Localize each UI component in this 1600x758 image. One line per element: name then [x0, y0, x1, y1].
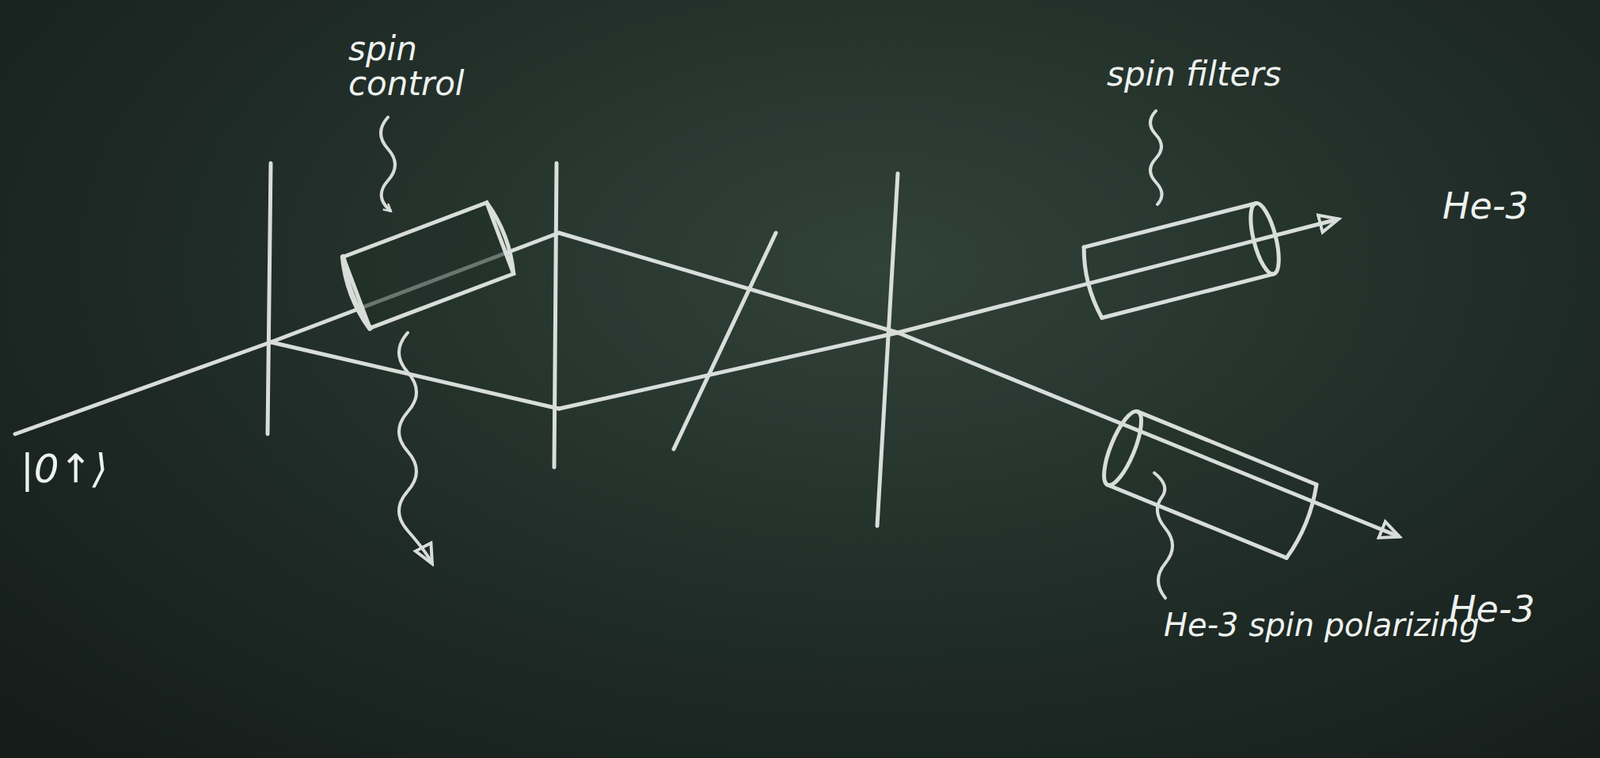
leader-squiggle [1150, 110, 1163, 205]
incoming-beam [15, 342, 271, 434]
component-label: spin control [348, 31, 507, 102]
spin-filter-cylinder [1096, 406, 1321, 560]
beam-splitter [267, 163, 271, 434]
lower-path [558, 332, 898, 409]
output-beam [897, 332, 1399, 536]
leader-squiggle [1154, 472, 1173, 598]
leader-squiggle [399, 332, 432, 563]
mirror [554, 163, 557, 468]
spin-control-box [338, 201, 519, 331]
state-label: |0↑⟩ [20, 448, 108, 491]
output-label: He-3 [1442, 186, 1529, 225]
leader-squiggle [380, 117, 396, 211]
note-label: He-3 spin polarizing [1163, 608, 1497, 642]
upper-path [558, 232, 898, 333]
phase-plate [673, 232, 776, 449]
beam-splitter [877, 173, 898, 526]
spin-filter-cylinder [1079, 200, 1285, 319]
component-label: spin filters [1106, 57, 1281, 92]
